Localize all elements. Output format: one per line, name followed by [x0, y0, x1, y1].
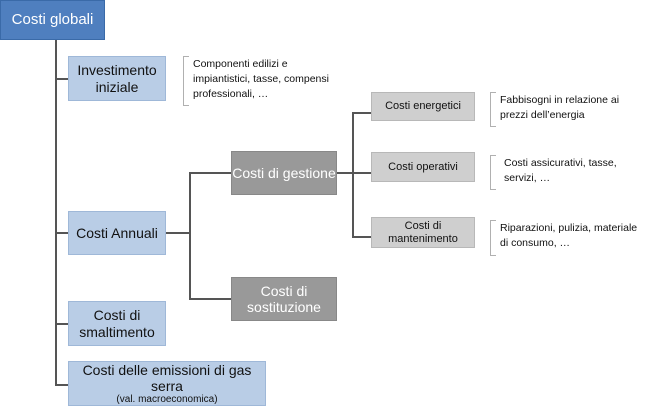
bracket-operativi [490, 155, 496, 190]
note-investimento: Componenti edilizi e impiantistici, tass… [193, 58, 329, 101]
trunk-connector [55, 40, 57, 385]
operativi-label: Costi operativi [388, 160, 458, 173]
node-costi-operativi: Costi operativi [371, 152, 475, 182]
node-costi-mantenimento: Costi di mantenimento [371, 217, 475, 248]
connector-mantenimento [352, 236, 371, 238]
node-investimento-iniziale: Investimento iniziale [68, 56, 166, 101]
node-costi-annuali: Costi Annuali [68, 211, 166, 255]
investimento-label: Investimento iniziale [77, 62, 157, 95]
energetici-label: Costi energetici [385, 100, 461, 113]
gestione-label: Costi di gestione [232, 164, 336, 181]
root-label: Costi globali [11, 11, 94, 29]
level2-vertical-connector [189, 172, 191, 300]
emissioni-label: Costi delle emissioni di gas serra [82, 361, 252, 394]
connector-energetici [352, 112, 371, 114]
note-operativi: Costi assicurativi, tasse, servizi, … [504, 157, 617, 185]
connector-annuali [55, 232, 68, 234]
connector-emissioni [55, 384, 68, 386]
connector-operativi [352, 172, 371, 174]
note-energetici: Fabbisogni in relazione ai prezzi dell’e… [500, 94, 620, 122]
sostituzione-label: Costi di sostituzione [247, 282, 321, 315]
bracket-mantenimento [490, 220, 496, 256]
root-node: Costi globali [0, 0, 105, 40]
bracket-investimento [183, 56, 189, 106]
connector-sostituzione [189, 298, 231, 300]
mantenimento-label: Costi di mantenimento [388, 219, 458, 245]
note-mantenimento: Riparazioni, pulizia, materiale di consu… [500, 222, 638, 250]
connector-annuali-out [166, 232, 190, 234]
node-costi-emissioni: Costi delle emissioni di gas serra (val.… [68, 361, 266, 406]
connector-gestione-out [337, 172, 353, 174]
smaltimento-label: Costi di smaltimento [79, 307, 155, 340]
node-costi-smaltimento: Costi di smaltimento [68, 301, 166, 346]
node-costi-energetici: Costi energetici [371, 92, 475, 121]
connector-smaltimento [55, 323, 68, 325]
node-costi-gestione: Costi di gestione [231, 151, 337, 195]
connector-investimento [55, 78, 68, 80]
annuali-label: Costi Annuali [76, 224, 158, 241]
connector-gestione [189, 172, 231, 174]
emissioni-note: (val. macroeconomica) [116, 393, 218, 405]
bracket-energetici [490, 92, 496, 127]
node-costi-sostituzione: Costi di sostituzione [231, 277, 337, 321]
level3-vertical-connector [352, 112, 354, 238]
